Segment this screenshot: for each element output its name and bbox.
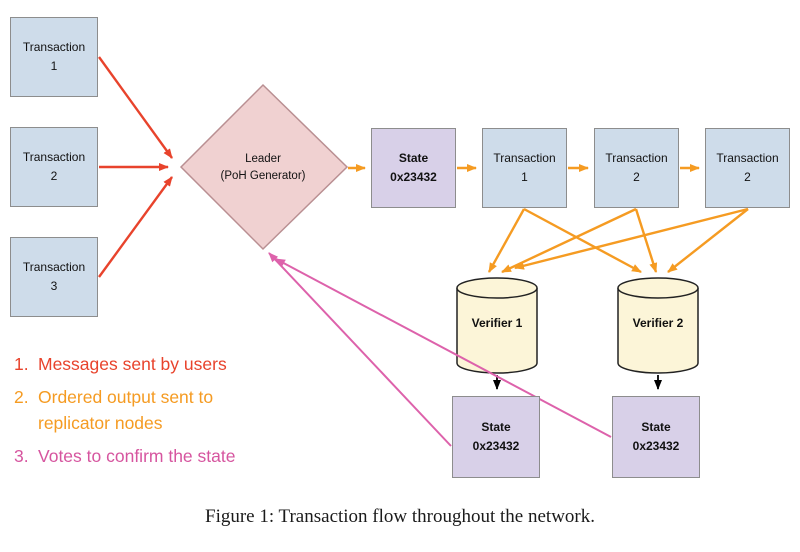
input-transaction-2-box: Transaction 2 bbox=[10, 127, 98, 207]
legend-number: 1. bbox=[14, 354, 29, 374]
vote-arrows bbox=[268, 252, 612, 447]
legend: 1. Messages sent by users 2. Ordered out… bbox=[14, 352, 256, 478]
verifier-1-state-box: State 0x23432 bbox=[452, 396, 540, 478]
state-value: 0x23432 bbox=[472, 439, 520, 453]
box-label: Transaction 2 bbox=[22, 150, 86, 183]
chain-transaction-3-box: Transaction 2 bbox=[705, 128, 790, 208]
box-label: Transaction 1 bbox=[22, 40, 86, 73]
state-label: State bbox=[398, 151, 429, 166]
input-transaction-1-box: Transaction 1 bbox=[10, 17, 98, 97]
chain-transaction-1-box: Transaction 1 bbox=[482, 128, 567, 208]
box-label: Transaction 2 bbox=[605, 151, 668, 184]
leader-title: Leader bbox=[245, 153, 281, 165]
ordered-output-arrows bbox=[348, 164, 749, 274]
verifier-1-label: Verifier 1 bbox=[471, 316, 523, 330]
leader-diamond bbox=[179, 83, 349, 251]
state-value: 0x23432 bbox=[632, 439, 680, 453]
generator-state-box: State 0x23432 bbox=[371, 128, 456, 208]
legend-text: Messages sent by users bbox=[38, 354, 227, 374]
chain-transaction-2-box: Transaction 2 bbox=[594, 128, 679, 208]
verifier-2-cylinder bbox=[617, 277, 699, 374]
legend-text: Ordered output sent to replicator nodes bbox=[38, 387, 214, 433]
state-label: State bbox=[481, 420, 511, 435]
verifier-2-label: Verifier 2 bbox=[632, 316, 684, 330]
box-label: Transaction 2 bbox=[716, 151, 779, 184]
message-arrows bbox=[98, 56, 173, 278]
input-transaction-3-box: Transaction 3 bbox=[10, 237, 98, 317]
verifier-to-state-arrows bbox=[493, 375, 662, 390]
leader-subtitle: (PoH Generator) bbox=[220, 170, 306, 183]
box-label: Transaction 3 bbox=[22, 260, 86, 293]
legend-number: 3. bbox=[14, 446, 29, 467]
box-label: Transaction 1 bbox=[493, 151, 556, 184]
legend-item-ordered-output: 2. Ordered output sent to replicator nod… bbox=[14, 385, 256, 436]
verifier-2-state-box: State 0x23432 bbox=[612, 396, 700, 478]
legend-text: Votes to confirm the state bbox=[38, 446, 236, 467]
legend-number: 2. bbox=[14, 387, 29, 408]
state-value: 0x23432 bbox=[390, 170, 437, 184]
figure-caption: Figure 1: Transaction flow throughout th… bbox=[205, 506, 595, 527]
leader-label: Leader (PoH Generator) bbox=[193, 151, 333, 186]
verifier-1-cylinder bbox=[456, 277, 538, 374]
state-label: State bbox=[641, 420, 671, 435]
legend-item-messages: 1. Messages sent by users bbox=[14, 352, 256, 377]
legend-item-votes: 3. Votes to confirm the state bbox=[14, 444, 256, 469]
